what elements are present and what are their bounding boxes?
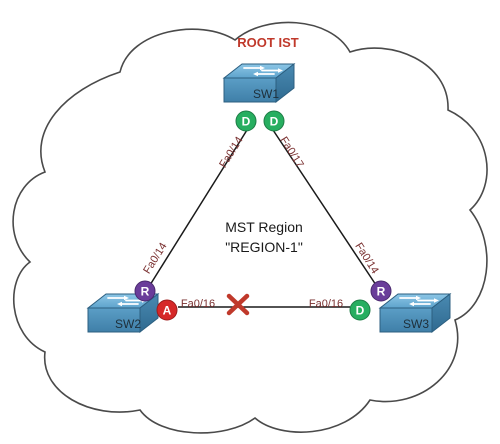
svg-text:R: R (141, 285, 150, 299)
switch-label-sw1: SW1 (253, 87, 279, 101)
role-badge-sw1-right: D (263, 110, 285, 132)
role-badge-sw2-top: R (134, 280, 156, 302)
switch-label-sw2: SW2 (115, 317, 141, 331)
svg-text:D: D (356, 304, 365, 318)
svg-text:D: D (270, 115, 279, 129)
region-label: MST Region (225, 219, 303, 235)
switch-sw2: SW2 (87, 293, 159, 333)
port-label-sw2-right: Fa0/16 (181, 298, 215, 310)
role-badge-sw1-left: D (235, 110, 257, 132)
role-badge-sw2-right: A (156, 299, 178, 321)
switch-sw3: SW3 (379, 293, 451, 333)
switch-sw1: SW1 (223, 63, 295, 103)
link-sw1-sw3 (272, 129, 377, 286)
switch-label-sw3: SW3 (403, 317, 429, 331)
svg-text:D: D (242, 115, 251, 129)
role-badge-sw3-top: R (370, 280, 392, 302)
port-label-sw3-left: Fa0/16 (309, 298, 343, 310)
svg-text:A: A (163, 304, 172, 318)
link-sw1-sw2 (149, 129, 248, 286)
region-name: "REGION-1" (225, 239, 303, 255)
svg-text:R: R (377, 285, 386, 299)
root-title: ROOT IST (237, 35, 298, 50)
cross-icon (226, 293, 250, 316)
role-badge-sw3-left: D (349, 299, 371, 321)
